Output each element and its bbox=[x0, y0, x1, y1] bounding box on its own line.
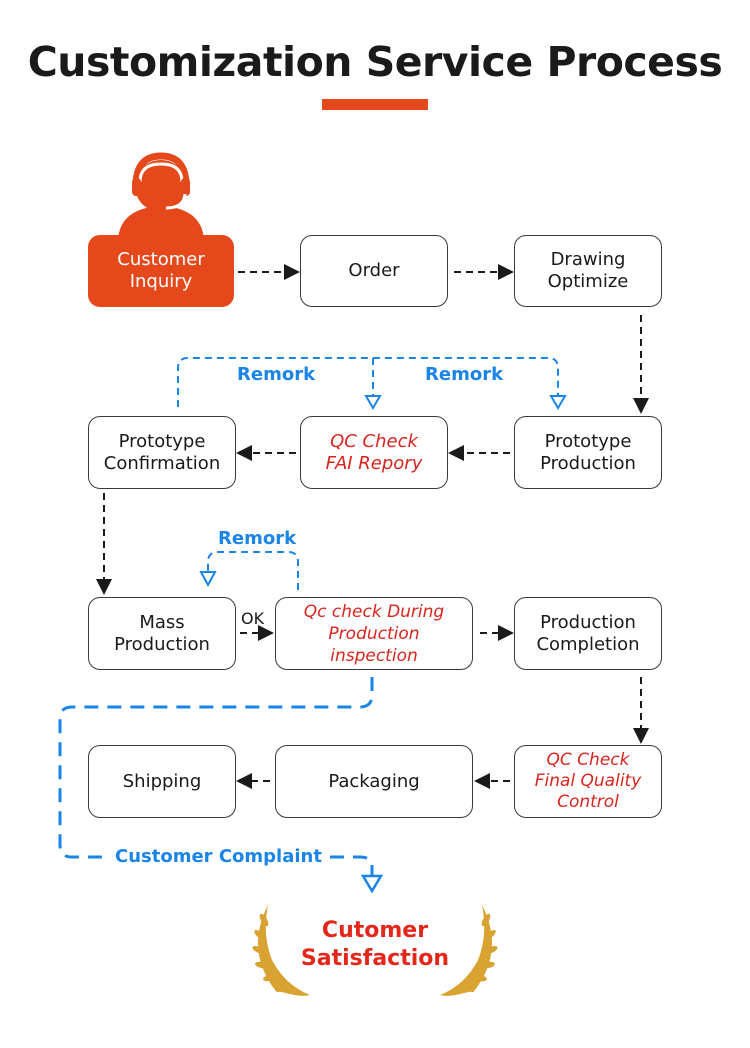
node-label: Inquiry bbox=[129, 271, 193, 292]
hollow-arrowhead-satisfaction bbox=[360, 874, 384, 894]
remork-loop-mass bbox=[207, 551, 299, 590]
node-label: Prototype bbox=[118, 430, 206, 452]
hollow-arrowhead-mass bbox=[199, 571, 217, 588]
node-label: inspection bbox=[330, 645, 418, 666]
remork-label-1: Remork bbox=[237, 364, 316, 385]
laurel-wreath-icon bbox=[252, 905, 498, 996]
node-prototype-production: Prototype Production bbox=[514, 416, 662, 489]
headset-agent-icon bbox=[118, 152, 204, 240]
node-label: QC Check bbox=[330, 430, 418, 452]
node-label: Production bbox=[328, 623, 420, 644]
ok-label: OK bbox=[241, 609, 265, 628]
node-label: Mass bbox=[139, 611, 185, 633]
node-label: Qc check During bbox=[303, 601, 445, 622]
node-label: FAI Repory bbox=[325, 452, 423, 474]
node-label: Control bbox=[557, 792, 619, 812]
node-label: Production bbox=[540, 611, 636, 633]
node-drawing-optimize: Drawing Optimize bbox=[514, 235, 662, 307]
node-label: Production bbox=[540, 452, 636, 474]
node-qc-final: QC Check Final Quality Control bbox=[514, 745, 662, 818]
customer-satisfaction: Cutomer Satisfaction bbox=[275, 917, 475, 973]
node-qc-fai: QC Check FAI Repory bbox=[300, 416, 448, 489]
page-title: Customization Service Process bbox=[27, 38, 723, 86]
node-label: Customer bbox=[117, 249, 205, 270]
node-packaging: Packaging bbox=[275, 745, 473, 818]
complaint-tail bbox=[330, 855, 374, 878]
node-label: QC Check bbox=[546, 750, 630, 770]
title-underline bbox=[322, 99, 428, 110]
node-label: Optimize bbox=[547, 271, 629, 292]
node-label: Production bbox=[114, 633, 210, 655]
remork-label-3: Remork bbox=[218, 528, 297, 549]
node-label: Final Quality bbox=[534, 771, 642, 791]
node-shipping: Shipping bbox=[88, 745, 236, 818]
node-label: Completion bbox=[536, 633, 640, 655]
node-order: Order bbox=[300, 235, 448, 307]
node-prototype-confirmation: Prototype Confirmation bbox=[88, 416, 236, 489]
node-qc-during-production: Qc check During Production inspection bbox=[275, 597, 473, 670]
node-label: Drawing bbox=[550, 249, 626, 270]
node-mass-production: Mass Production bbox=[88, 597, 236, 670]
node-label: Shipping bbox=[122, 770, 202, 792]
hollow-arrowhead-qc bbox=[364, 395, 382, 410]
node-customer-inquiry: Customer Inquiry bbox=[88, 235, 234, 307]
remork-label-2: Remork bbox=[425, 364, 504, 385]
satisfaction-line: Cutomer bbox=[321, 918, 429, 943]
node-label: Order bbox=[348, 260, 400, 281]
customer-complaint-label: Customer Complaint bbox=[115, 846, 322, 867]
hollow-arrowhead-proto-prod bbox=[549, 395, 567, 410]
satisfaction-line: Satisfaction bbox=[300, 946, 450, 971]
node-label: Confirmation bbox=[103, 452, 221, 474]
node-production-completion: Production Completion bbox=[514, 597, 662, 670]
node-label: Prototype bbox=[544, 430, 632, 452]
complaint-loop bbox=[58, 677, 374, 859]
node-label: Packaging bbox=[328, 770, 420, 792]
